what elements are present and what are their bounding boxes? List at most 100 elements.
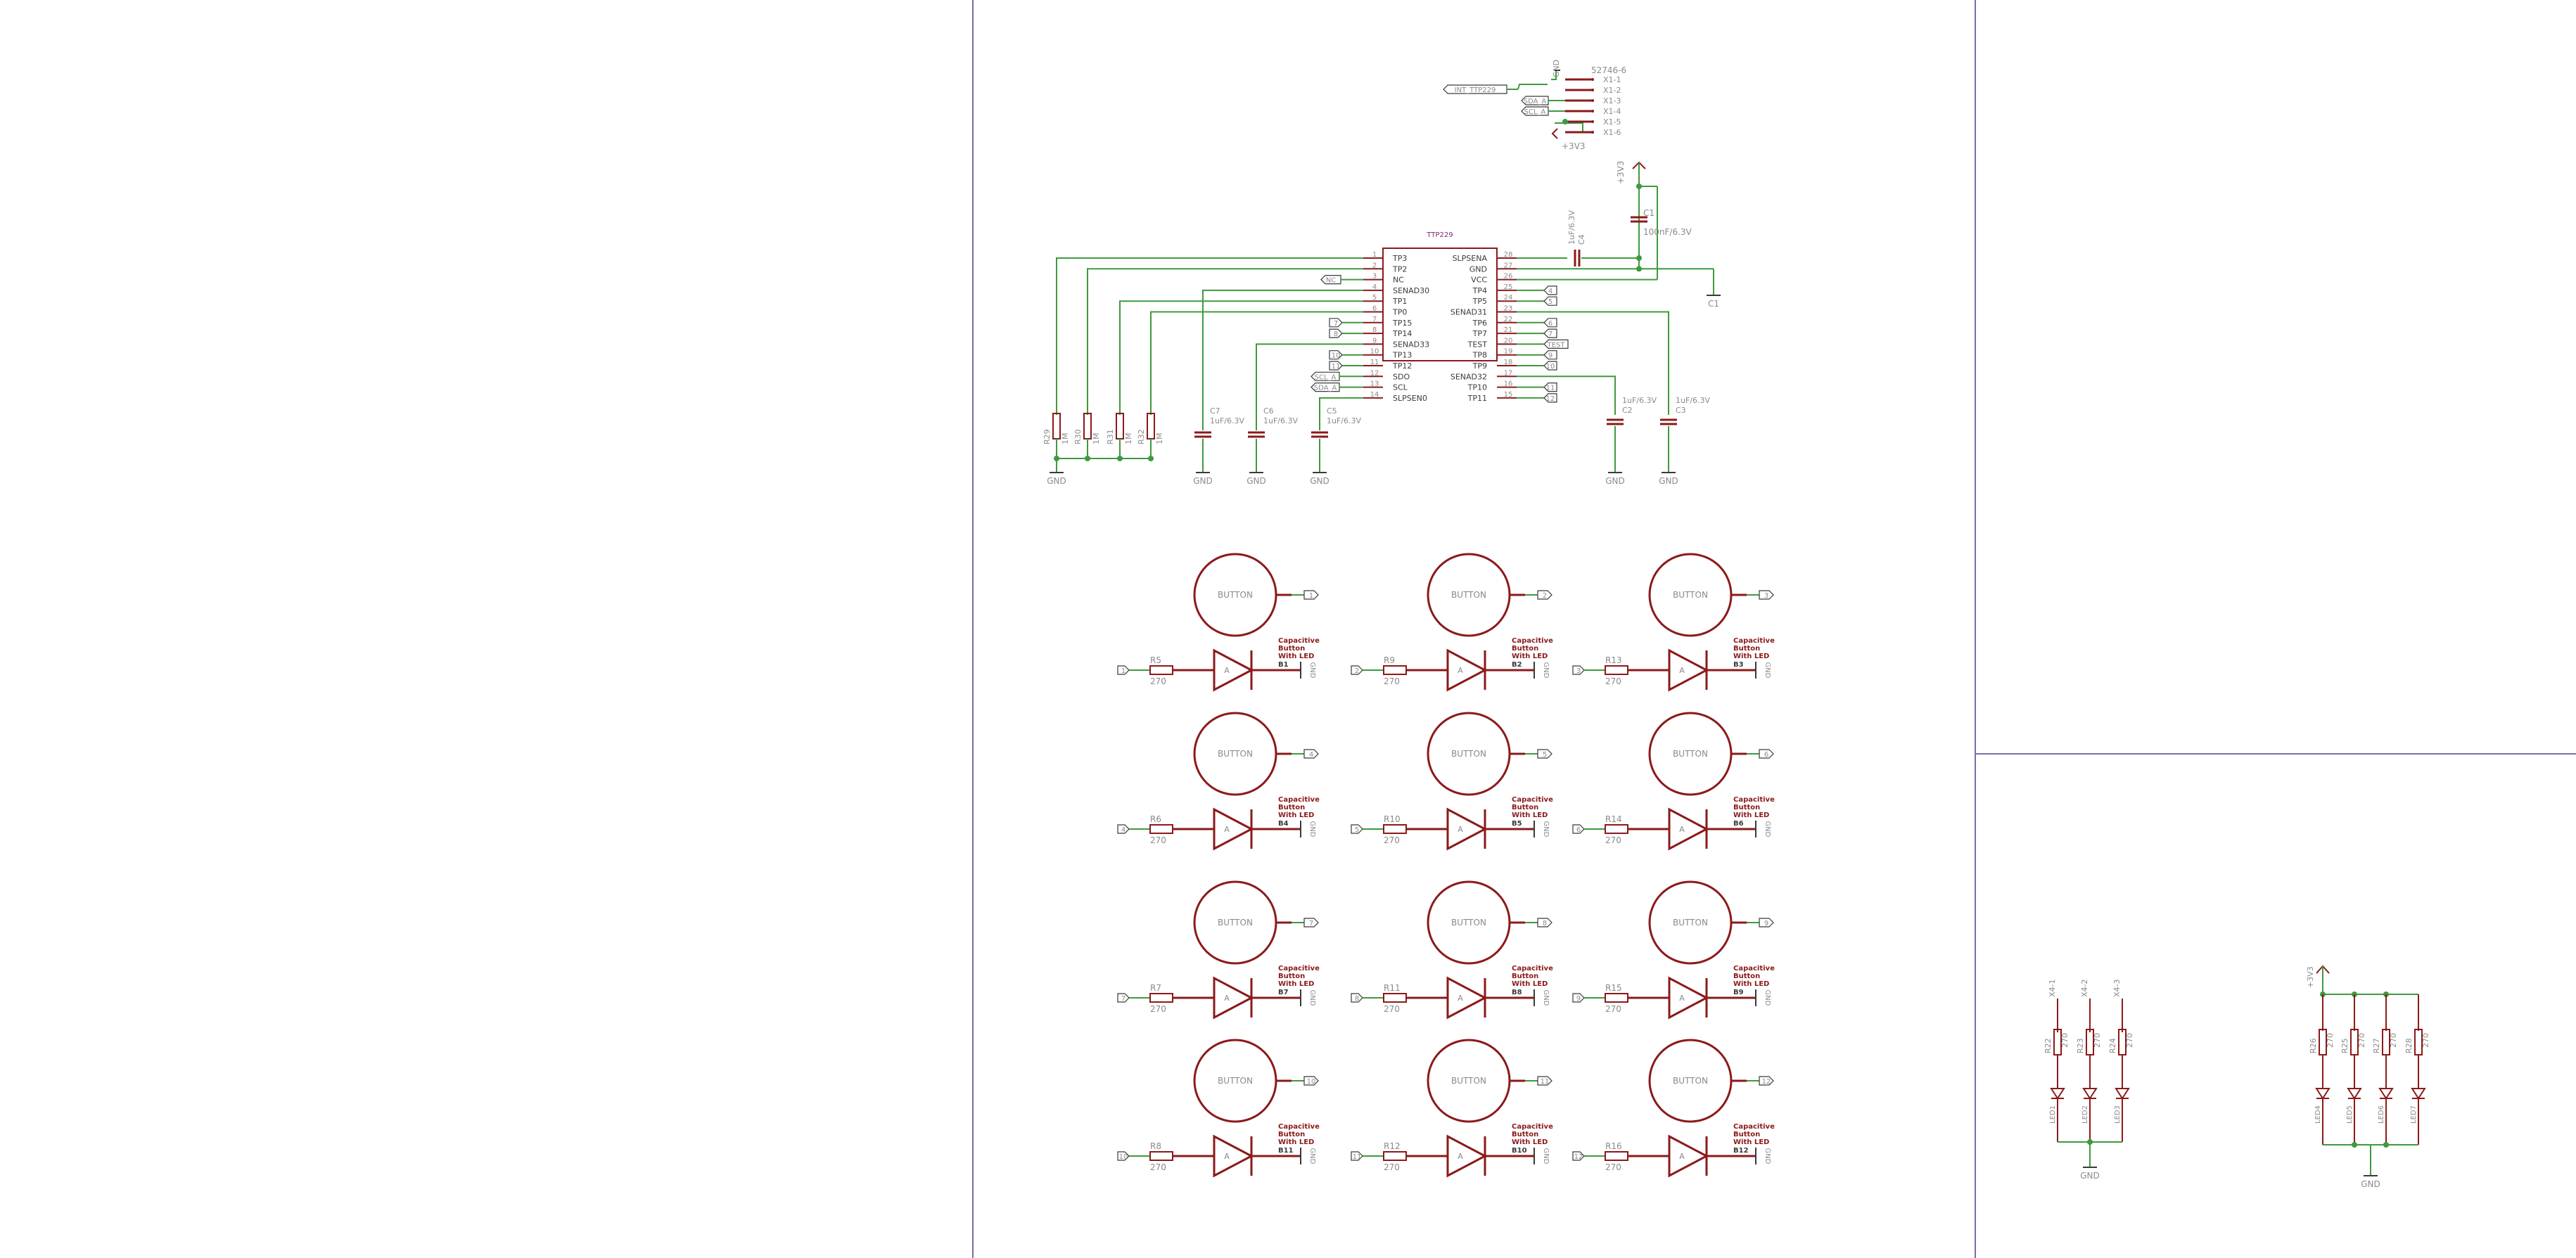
flag-text: 8 (1543, 920, 1547, 928)
flag-text: SCL_A (1315, 373, 1337, 381)
res-ref: R7 (1150, 983, 1161, 993)
res-value: 270 (2093, 1033, 2102, 1048)
pin-name: SLPSEN0 (1393, 394, 1427, 403)
flag-text: 7 (1548, 330, 1552, 338)
res-ref: R5 (1150, 655, 1161, 665)
button-ref: B1 (1278, 661, 1289, 669)
button-desc: With LED (1278, 1138, 1314, 1146)
res-value: 270 (1150, 1004, 1166, 1014)
led-diode (2347, 1088, 2362, 1100)
pad-net-flag: 10 (1303, 1076, 1319, 1086)
led-resistor (1605, 665, 1628, 675)
res-ref: R8 (1150, 1141, 1161, 1151)
pin-number: 11 (1370, 359, 1379, 366)
flag-outline (1329, 328, 1343, 338)
flag-outline (1329, 350, 1343, 360)
button-label: BUTTON (1218, 918, 1253, 928)
led-net-flag: 9 (1572, 993, 1585, 1003)
pin-number: 18 (1504, 359, 1513, 366)
pin-name: VCC (1471, 276, 1487, 285)
anode-label: A (1679, 994, 1685, 1003)
flag-outline (1543, 285, 1557, 295)
pulldown-resistor (1147, 413, 1155, 439)
wire (1202, 289, 1363, 430)
flag-text: SCL_A (1524, 108, 1546, 116)
button-desc: With LED (1278, 811, 1314, 819)
scl-flag: SCL_A (1521, 106, 1549, 116)
flag-text: 10 (1332, 352, 1341, 360)
button-label: BUTTON (1673, 749, 1708, 759)
led-triangle (1446, 1134, 1488, 1178)
net-label: X4-1 (2048, 979, 2057, 997)
flag-outline (1117, 824, 1130, 834)
res-value: 270 (1384, 1162, 1400, 1172)
button-ref: B9 (1733, 989, 1744, 996)
res-value: 1M (1155, 433, 1164, 445)
pin-number: 24 (1504, 294, 1513, 302)
ic-name: TTP229 (1426, 231, 1453, 239)
flag-text: 8 (1355, 995, 1359, 1003)
pin-number: 15 (1504, 391, 1513, 399)
res-value: 270 (1384, 835, 1400, 845)
flag-text: 4 (1309, 751, 1313, 759)
led-ref: LED6 (2378, 1105, 2385, 1124)
button-ref: B11 (1278, 1147, 1294, 1155)
gnd-c1: C1 (1707, 295, 1721, 309)
pin-number: 20 (1504, 337, 1513, 345)
flag-text: 12 (1762, 1078, 1771, 1086)
button-desc: Capacitive (1512, 796, 1553, 804)
pin-number: 27 (1504, 262, 1513, 269)
pad-net-flag: 3 (1759, 590, 1774, 600)
cap-ref: C2 (1622, 406, 1633, 415)
cap-c3 (1660, 418, 1677, 425)
flag-text: 3 (1576, 667, 1581, 675)
gnd-label: GND (1659, 476, 1678, 486)
wire (1319, 397, 1363, 430)
button-desc: Button (1733, 1131, 1760, 1138)
res-value: 270 (2326, 1033, 2335, 1048)
res-value: 270 (2357, 1033, 2366, 1048)
flag-outline (1329, 318, 1343, 328)
res-ref: R25 (2340, 1038, 2349, 1053)
junction-dot (1636, 266, 1642, 272)
led-diode (2378, 1088, 2394, 1100)
pin-end (1591, 131, 1594, 134)
res-value: 1M (1092, 433, 1101, 445)
pin-number: 12 (1370, 369, 1379, 377)
pin-label: X1-2 (1603, 86, 1621, 95)
pad-net-flag: 2 (1537, 590, 1552, 600)
vcc-arrow (1551, 128, 1558, 139)
flag-outline (1537, 590, 1552, 600)
flag-text: 11 (1541, 1078, 1550, 1086)
net-label: X4-3 (2112, 979, 2122, 997)
res-value: 270 (1384, 1004, 1400, 1014)
vcc-label: +3V3 (1562, 141, 1586, 151)
pin-name: TP8 (1472, 351, 1487, 360)
pulldown-resistor (1052, 413, 1061, 439)
anode-label: A (1224, 825, 1230, 834)
sheet-frame (972, 0, 2576, 1258)
pin-number: 19 (1504, 348, 1513, 356)
pin-name: TP10 (1467, 383, 1487, 392)
right-flag: 10 (1543, 361, 1557, 371)
pulldown-resistor (1116, 413, 1124, 439)
button-desc: Capacitive (1278, 965, 1320, 973)
pin-number: 2 (1372, 262, 1377, 269)
flag-outline (1303, 1076, 1319, 1086)
button-desc: Capacitive (1512, 1123, 1553, 1131)
led-diode (2411, 1088, 2426, 1100)
pin-label: X1-1 (1603, 75, 1621, 84)
button-ref: B10 (1512, 1147, 1527, 1155)
pin-number: 16 (1504, 380, 1513, 388)
flag-outline (1543, 393, 1557, 403)
button-label: BUTTON (1218, 749, 1253, 759)
pin-number: 28 (1504, 251, 1513, 259)
button-desc: Button (1512, 645, 1538, 653)
pad-net-flag: 5 (1537, 749, 1552, 759)
gnd-led-left: GND (2080, 1167, 2100, 1181)
